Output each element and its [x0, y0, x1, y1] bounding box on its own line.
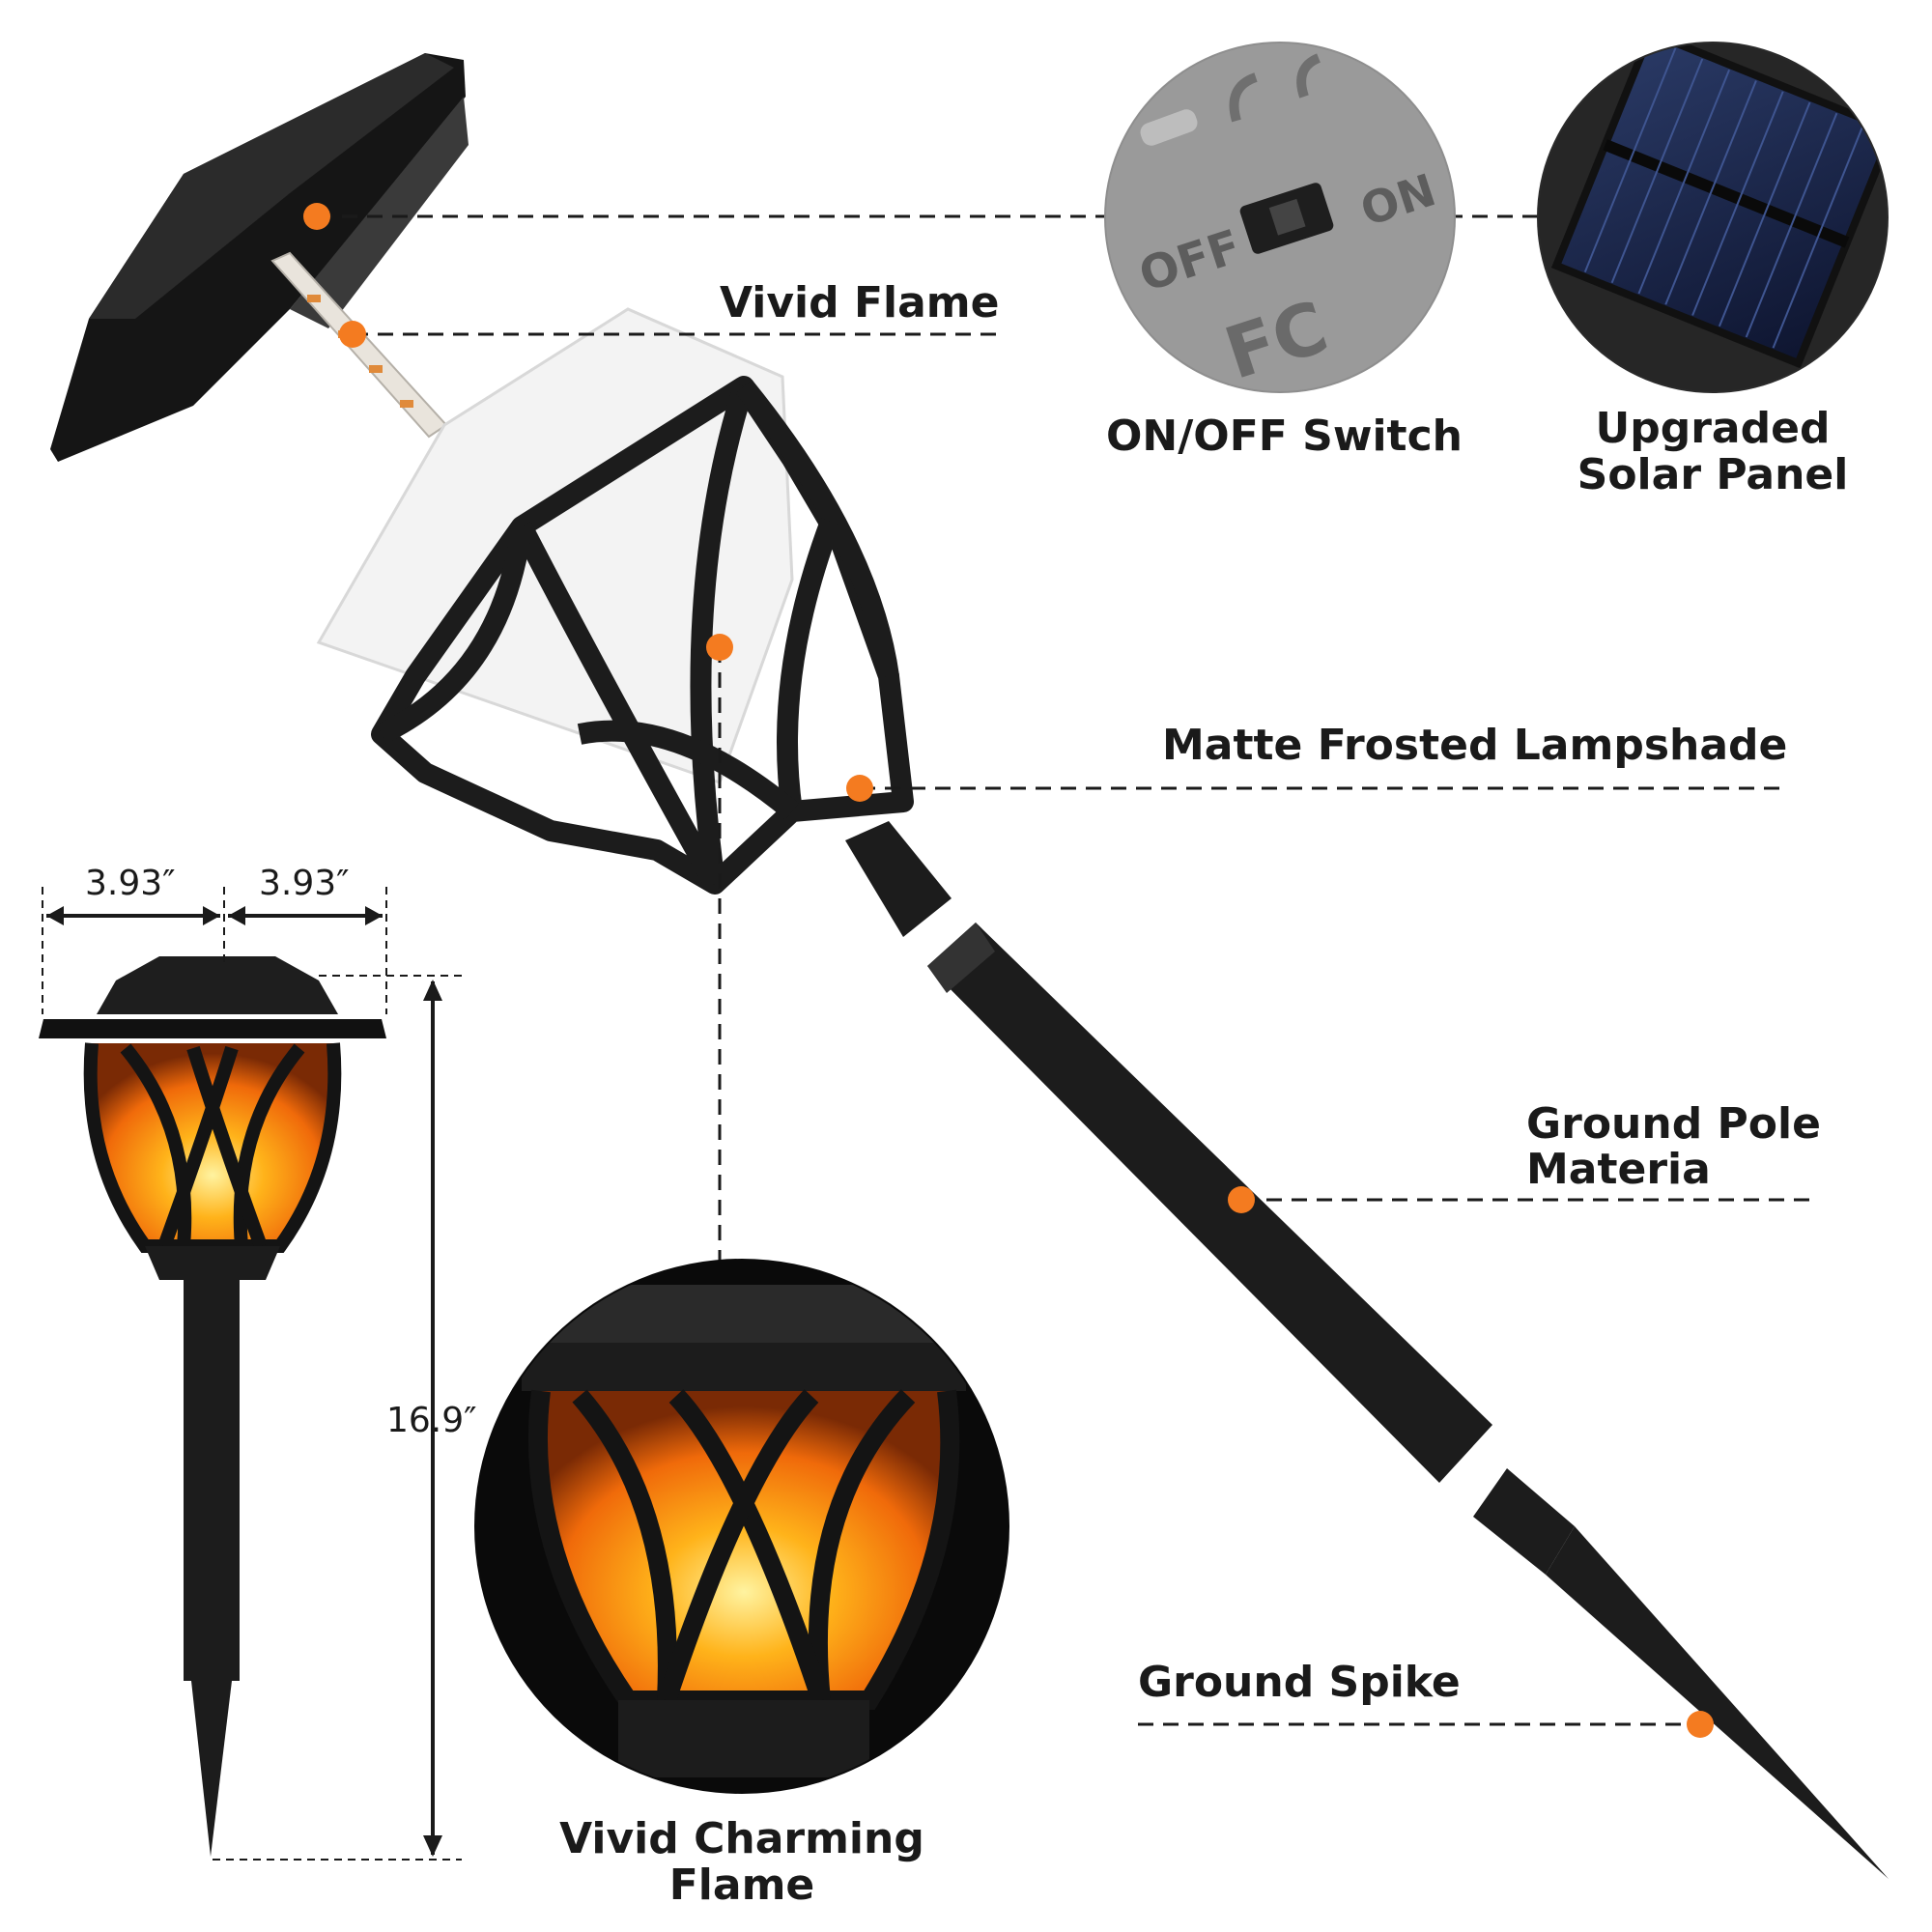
callout-dots: [303, 203, 1714, 1738]
label-solar-panel-line1: Upgraded: [1595, 404, 1831, 453]
label-ground-pole-line2: Materia: [1526, 1145, 1711, 1194]
assembled-lamp: [39, 956, 386, 1857]
dimension-width-left: 3.93″: [85, 864, 176, 903]
label-lampshade: Matte Frosted Lampshade: [1162, 721, 1788, 770]
label-vivid-flame: Vivid Flame: [720, 278, 1000, 327]
top-cap: [50, 53, 469, 462]
label-charming-flame-line1: Vivid Charming: [559, 1814, 924, 1863]
label-ground-pole-line1: Ground Pole: [1526, 1099, 1821, 1149]
dimension-guides: [42, 887, 462, 1861]
lamp-cage: [371, 376, 914, 895]
flame-detail: [474, 1259, 1009, 1794]
label-charming-flame-line2: Flame: [668, 1861, 815, 1910]
switch-detail: OFF ON FC: [1104, 42, 1456, 396]
label-solar-panel-line2: Solar Panel: [1577, 450, 1849, 499]
solar-panel-icon: [1550, 43, 1887, 369]
label-on-off-switch: ON/OFF Switch: [1106, 412, 1463, 461]
ground-spike: [1473, 1468, 1889, 1879]
solar-panel-detail: [1537, 42, 1889, 393]
dimension-width-right: 3.93″: [259, 864, 350, 903]
dimension-height: 16.9″: [386, 1401, 477, 1440]
lamp-stem: [845, 821, 952, 937]
ground-pole: [927, 923, 1492, 1483]
label-ground-spike: Ground Spike: [1138, 1658, 1461, 1707]
